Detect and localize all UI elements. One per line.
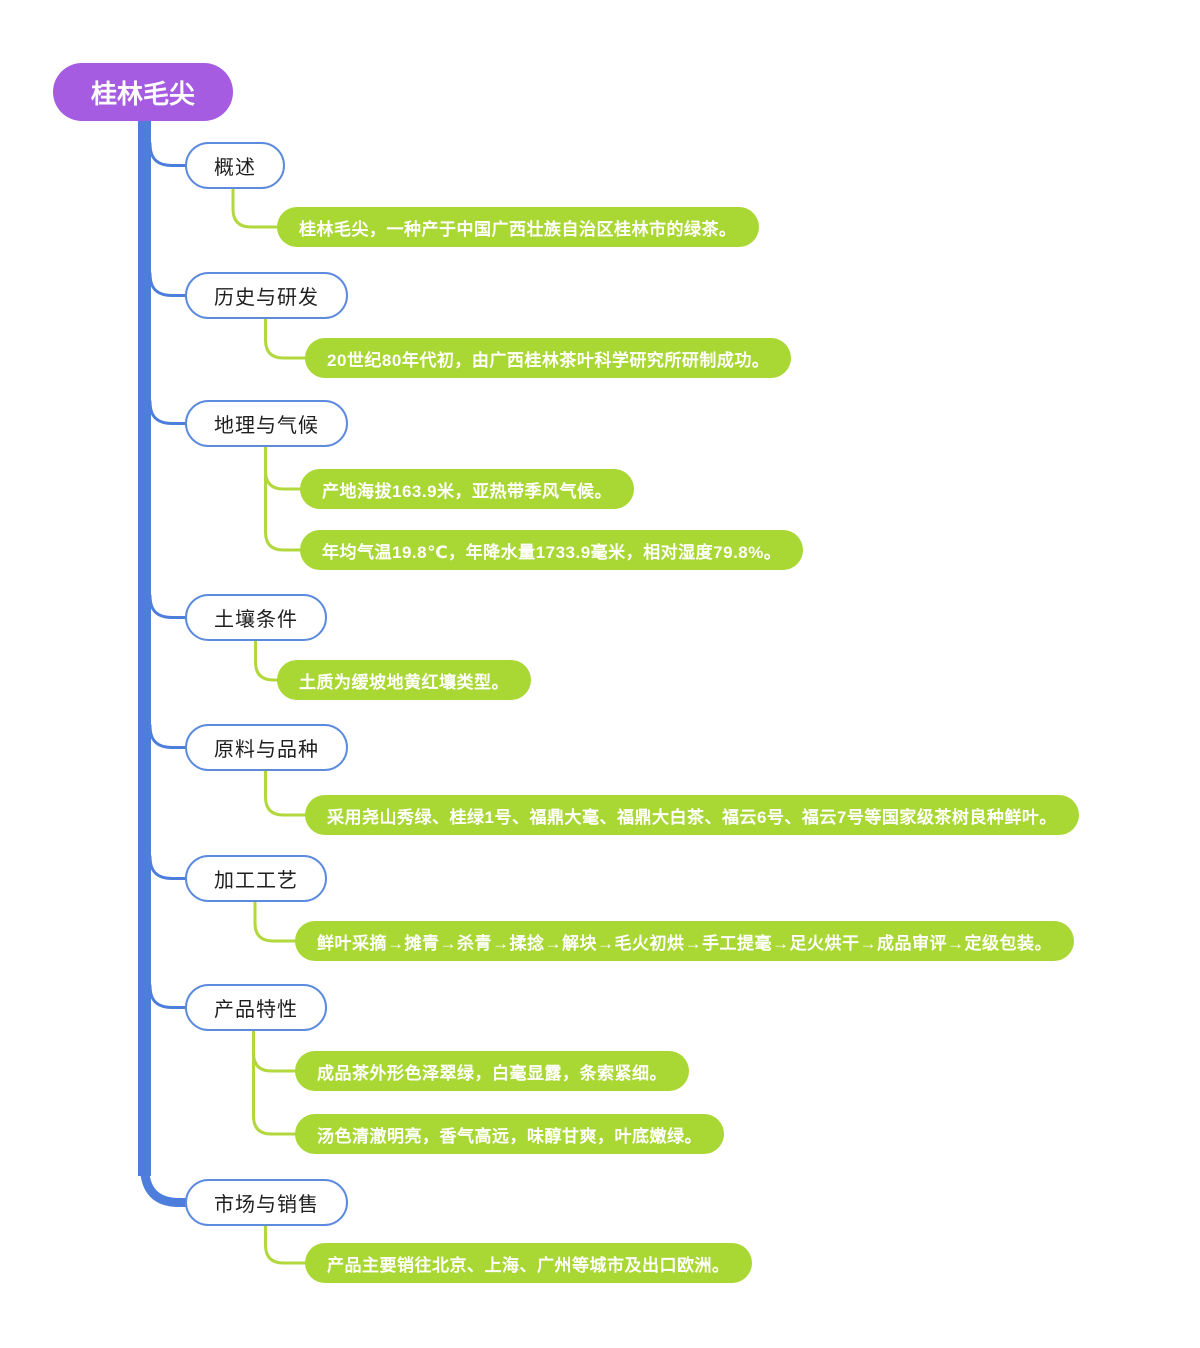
leaf-node-geography-2[interactable]: 年均气温19.8℃，年降水量1733.9毫米，相对湿度79.8%。: [300, 530, 804, 570]
leaf-node-materials-1[interactable]: 采用尧山秀绿、桂绿1号、福鼎大毫、福鼎大白茶、福云6号、福云7号等国家级茶树良种…: [305, 795, 1079, 835]
leaf-connector-overview: [231, 185, 283, 229]
leaf-node-market-1[interactable]: 产品主要销往北京、上海、广州等城市及出口欧洲。: [305, 1243, 752, 1283]
leaf-connector-geography-1: [264, 443, 306, 491]
trunk-curve-market: [140, 1161, 192, 1207]
leaf-connector-materials: [264, 767, 311, 817]
branch-node-overview[interactable]: 概述: [185, 142, 285, 189]
branch-connector-process: [148, 855, 189, 880]
leaf-connector-process: [253, 898, 301, 943]
branch-connector-materials: [148, 724, 189, 749]
leaf-node-geography-1[interactable]: 产地海拔163.9米，亚热带季风气候。: [300, 469, 635, 509]
branch-node-market[interactable]: 市场与销售: [185, 1179, 348, 1226]
branch-connector-overview: [148, 142, 189, 167]
leaf-node-features-2[interactable]: 汤色清澈明亮，香气高远，味醇甘爽，叶底嫩绿。: [295, 1114, 724, 1154]
branch-node-features[interactable]: 产品特性: [185, 984, 327, 1031]
branch-node-materials[interactable]: 原料与品种: [185, 724, 348, 771]
branch-node-geography[interactable]: 地理与气候: [185, 400, 348, 447]
leaf-node-overview-1[interactable]: 桂林毛尖，一种产于中国广西壮族自治区桂林市的绿茶。: [277, 207, 759, 247]
branch-connector-geography: [148, 400, 189, 425]
leaf-node-history-1[interactable]: 20世纪80年代初，由广西桂林茶叶科学研究所研制成功。: [305, 338, 792, 378]
leaf-connector-features-1: [252, 1027, 301, 1073]
branch-connector-soil: [148, 594, 189, 619]
leaf-connector-features-2: [252, 1051, 301, 1136]
leaf-node-features-1[interactable]: 成品茶外形色泽翠绿，白毫显露，条索紧细。: [295, 1051, 689, 1091]
leaf-connector-market: [264, 1222, 311, 1265]
leaf-node-soil-1[interactable]: 土质为缓坡地黄红壤类型。: [277, 660, 531, 700]
branch-node-process[interactable]: 加工工艺: [185, 855, 327, 902]
leaf-connector-geography-2: [264, 469, 306, 552]
root-node[interactable]: 桂林毛尖: [53, 63, 233, 121]
branch-connector-history: [148, 272, 189, 297]
branch-node-soil[interactable]: 土壤条件: [185, 594, 327, 641]
leaf-node-process-1[interactable]: 鲜叶采摘→摊青→杀青→揉捻→解块→毛火初烘→手工提毫→足火烘干→成品审评→定级包…: [295, 921, 1074, 961]
leaf-connector-history: [264, 315, 311, 360]
branch-connector-features: [148, 984, 189, 1009]
branch-node-history[interactable]: 历史与研发: [185, 272, 348, 319]
